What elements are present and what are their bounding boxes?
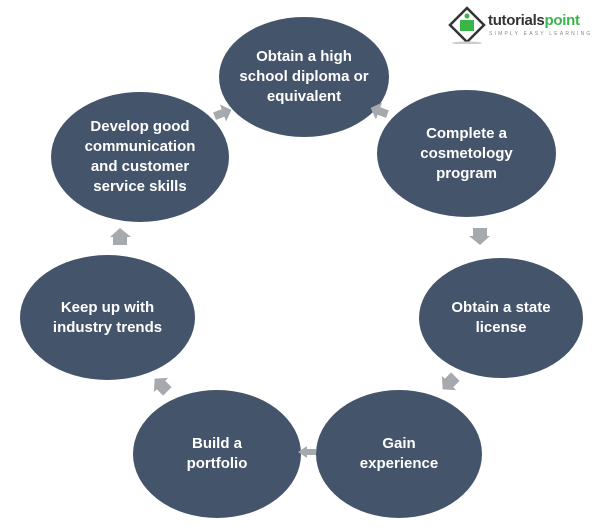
- step-state-license: Obtain a state license: [419, 258, 583, 378]
- arrow-left-icon: [298, 446, 316, 458]
- step-industry-trends: Keep up with industry trends: [20, 255, 195, 380]
- step-communication-skills: Develop good communication and customer …: [51, 92, 229, 222]
- step-cosmetology-program: Complete a cosmetology program: [377, 90, 556, 217]
- arrow-down-left-icon: [441, 372, 460, 391]
- step-high-school-diploma: Obtain a high school diploma or equivale…: [219, 17, 389, 137]
- tutorialspoint-logo: tutorialspoint SIMPLY EASY LEARNING: [448, 6, 594, 46]
- step-gain-experience: Gain experience: [316, 390, 482, 518]
- logo-diamond-icon: [448, 6, 486, 45]
- arrow-down-icon: [469, 228, 490, 245]
- step-build-portfolio: Build a portfolio: [133, 390, 301, 518]
- arrow-up-left-icon: [153, 377, 172, 396]
- logo-wordmark: tutorialspoint: [488, 12, 580, 29]
- arrow-right-icon: [370, 102, 389, 120]
- arrow-up-icon: [110, 228, 131, 245]
- arrow-up-right-icon: [213, 104, 232, 122]
- logo-tagline: SIMPLY EASY LEARNING: [489, 31, 593, 37]
